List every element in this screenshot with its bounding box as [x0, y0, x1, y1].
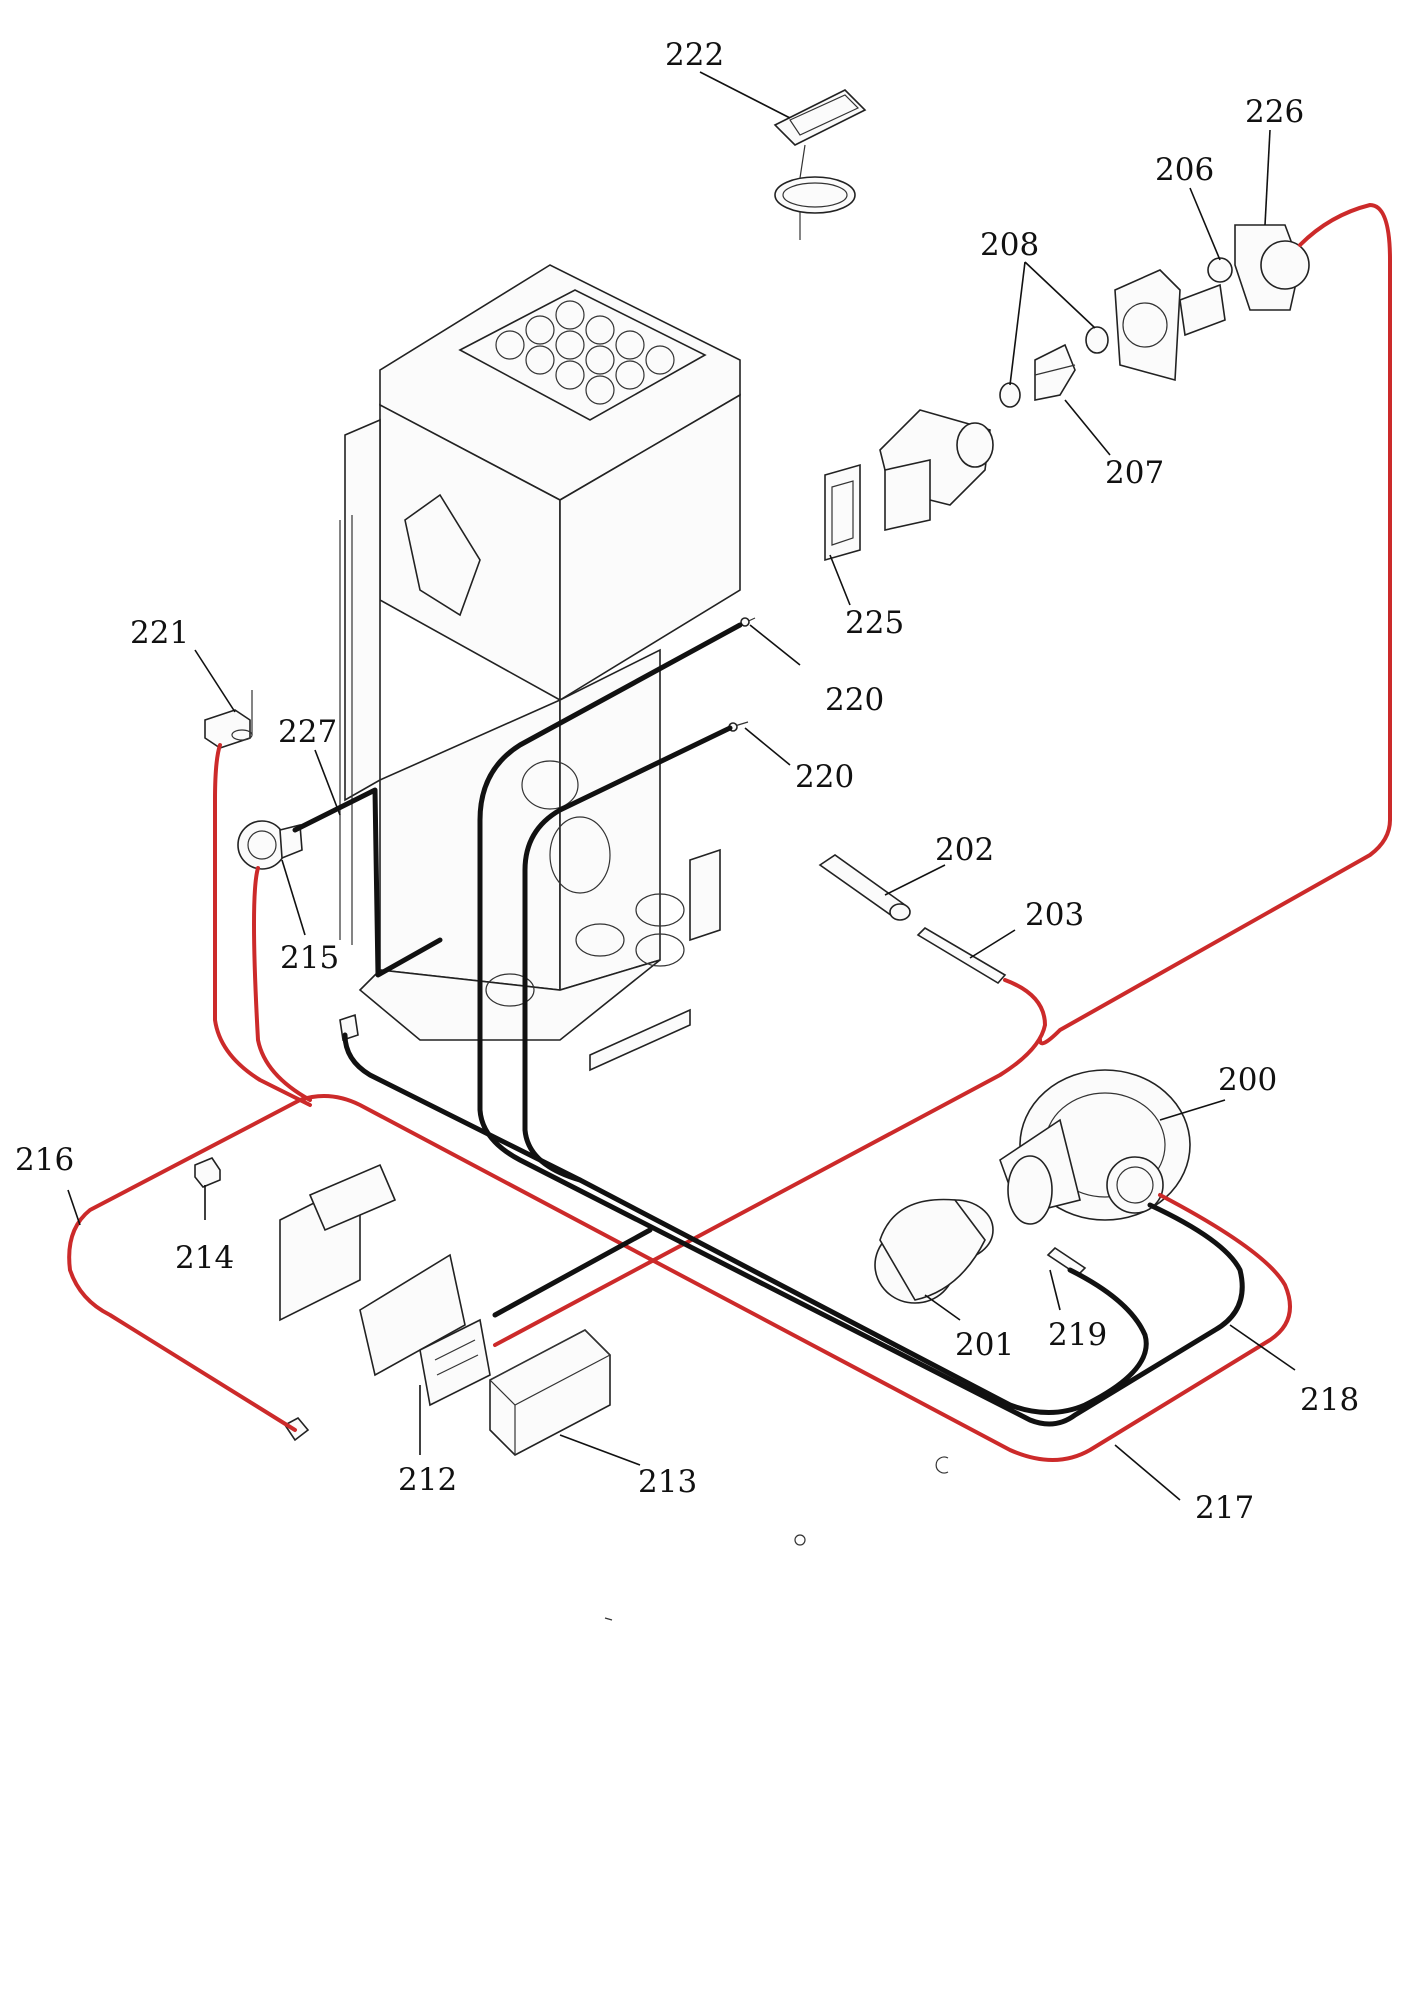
mounting-bracket — [279, 1163, 397, 1322]
hose-202 — [818, 854, 911, 921]
tube-203 — [916, 926, 1007, 985]
callout-222: 222 — [665, 37, 724, 73]
callout-208: 208 — [980, 227, 1039, 263]
gasket-225 — [824, 463, 861, 562]
auger-tube — [879, 409, 994, 531]
control-board-212 — [359, 1253, 491, 1407]
auger-motor-assembly — [999, 224, 1310, 408]
callout-202: 202 — [935, 832, 994, 868]
black-wires — [292, 622, 1245, 1427]
exhaust-fan-200 — [999, 1069, 1191, 1225]
callout-216: 216 — [15, 1142, 74, 1178]
control-panel-222 — [773, 89, 867, 240]
callout-labels: 222 226 206 208 207 225 221 227 220 220 … — [15, 37, 1359, 1526]
callout-206: 206 — [1155, 152, 1214, 188]
callout-227: 227 — [278, 714, 337, 750]
probe-220-upper — [739, 617, 756, 627]
callout-215: 215 — [280, 940, 339, 976]
fuse-holder-214 — [194, 1157, 221, 1188]
callout-220-lower: 220 — [795, 759, 854, 795]
callout-226: 226 — [1245, 94, 1304, 130]
callout-218: 218 — [1300, 1382, 1359, 1418]
callout-225: 225 — [845, 605, 904, 641]
callout-217: 217 — [1195, 1490, 1254, 1526]
callout-219: 219 — [1048, 1317, 1107, 1353]
igniter-221 — [204, 690, 253, 749]
stove-body — [339, 264, 741, 1072]
base-openings — [485, 760, 685, 1007]
sensor-219 — [1046, 1246, 1087, 1277]
callout-220-upper: 220 — [825, 682, 884, 718]
pressure-switch-215 — [237, 820, 303, 870]
elbow-201 — [874, 1198, 994, 1304]
power-supply-213 — [488, 1329, 612, 1456]
callout-221: 221 — [130, 615, 189, 651]
callout-203: 203 — [1025, 897, 1084, 933]
leader-lines — [67, 71, 1296, 1501]
red-wires — [67, 203, 1392, 1462]
burn-pot-grid — [495, 300, 675, 405]
callout-212: 212 — [398, 1462, 457, 1498]
callout-213: 213 — [638, 1464, 697, 1500]
callout-201: 201 — [955, 1327, 1014, 1363]
stray-marks — [604, 1456, 949, 1621]
callout-207: 207 — [1105, 455, 1164, 491]
callout-200: 200 — [1218, 1062, 1277, 1098]
callout-214: 214 — [175, 1240, 234, 1276]
